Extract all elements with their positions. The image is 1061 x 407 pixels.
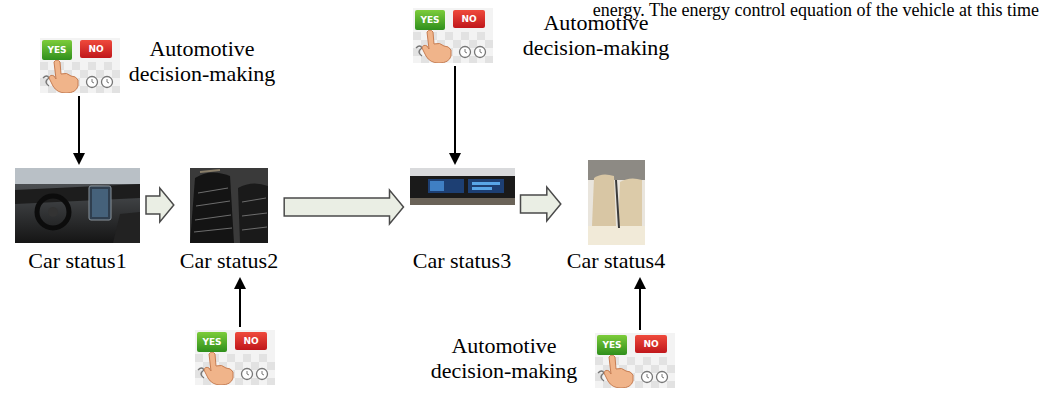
decision-arrow bbox=[449, 66, 461, 165]
no-button: NO bbox=[80, 40, 112, 58]
no-button: NO bbox=[235, 332, 267, 350]
decision-node: YES NO Automotive decision-making bbox=[418, 333, 675, 388]
decision-node: YES NO Automotive decision-making bbox=[413, 8, 684, 63]
text-fragment: energy. The energy control equation of t… bbox=[593, 0, 1039, 20]
decision-node: YES NO Automotive decision-making bbox=[40, 36, 278, 93]
car-status-caption: Car status2 bbox=[180, 248, 278, 274]
yes-button: YES bbox=[597, 335, 627, 355]
block-arrow bbox=[521, 187, 561, 221]
decision-label: Automotive decision-making bbox=[126, 36, 278, 86]
yes-button: YES bbox=[197, 332, 227, 352]
car-status-node: Car status3 bbox=[407, 168, 518, 274]
caption-row: Car status4 bbox=[564, 248, 668, 274]
caption-row: Car status3 bbox=[407, 248, 518, 274]
arrow-head bbox=[634, 277, 646, 289]
car-dashboard-photo bbox=[410, 168, 515, 205]
yes-button: YES bbox=[415, 10, 445, 30]
decision-label: Automotive decision-making bbox=[508, 10, 684, 60]
decision-icon: YES NO bbox=[413, 8, 493, 63]
image-area bbox=[410, 168, 515, 248]
decision-icon: YES NO bbox=[195, 330, 275, 385]
arrow-head bbox=[234, 277, 246, 289]
no-button: NO bbox=[635, 335, 667, 353]
block-arrow bbox=[284, 190, 403, 224]
block-arrow bbox=[146, 188, 174, 222]
car-status-caption: Car status3 bbox=[413, 248, 511, 274]
car-rear-seat-photo bbox=[588, 160, 645, 245]
car-status-node: Car status4 bbox=[564, 160, 668, 274]
caption-row: Car status1 bbox=[12, 248, 143, 274]
decision-node: YES NO bbox=[195, 330, 275, 385]
decision-label: Automotive decision-making bbox=[418, 333, 590, 383]
car-status-node: Car status2 bbox=[177, 168, 281, 274]
image-area bbox=[15, 168, 140, 248]
decision-icon: YES NO bbox=[40, 38, 120, 93]
arrow-shaft bbox=[78, 96, 80, 154]
decision-arrow bbox=[234, 277, 246, 327]
image-area bbox=[190, 168, 268, 248]
arrow-shaft bbox=[454, 66, 456, 154]
decision-icon: YES NO bbox=[595, 333, 675, 388]
arrow-shaft bbox=[639, 288, 641, 330]
car-seat-photo bbox=[190, 168, 268, 243]
no-button: NO bbox=[453, 10, 485, 28]
car-status-caption: Car status1 bbox=[28, 248, 126, 274]
arrow-head bbox=[73, 153, 85, 165]
arrow-head bbox=[449, 153, 461, 165]
decision-arrow bbox=[73, 96, 85, 165]
caption-row: Car status2 bbox=[177, 248, 281, 274]
car-status-caption: Car status4 bbox=[567, 248, 665, 274]
yes-button: YES bbox=[42, 40, 72, 60]
decision-arrow bbox=[634, 277, 646, 330]
arrow-shaft bbox=[239, 288, 241, 327]
image-area bbox=[587, 160, 644, 248]
car-status-node: Car status1 bbox=[12, 168, 143, 274]
car-interior-photo bbox=[15, 168, 140, 243]
